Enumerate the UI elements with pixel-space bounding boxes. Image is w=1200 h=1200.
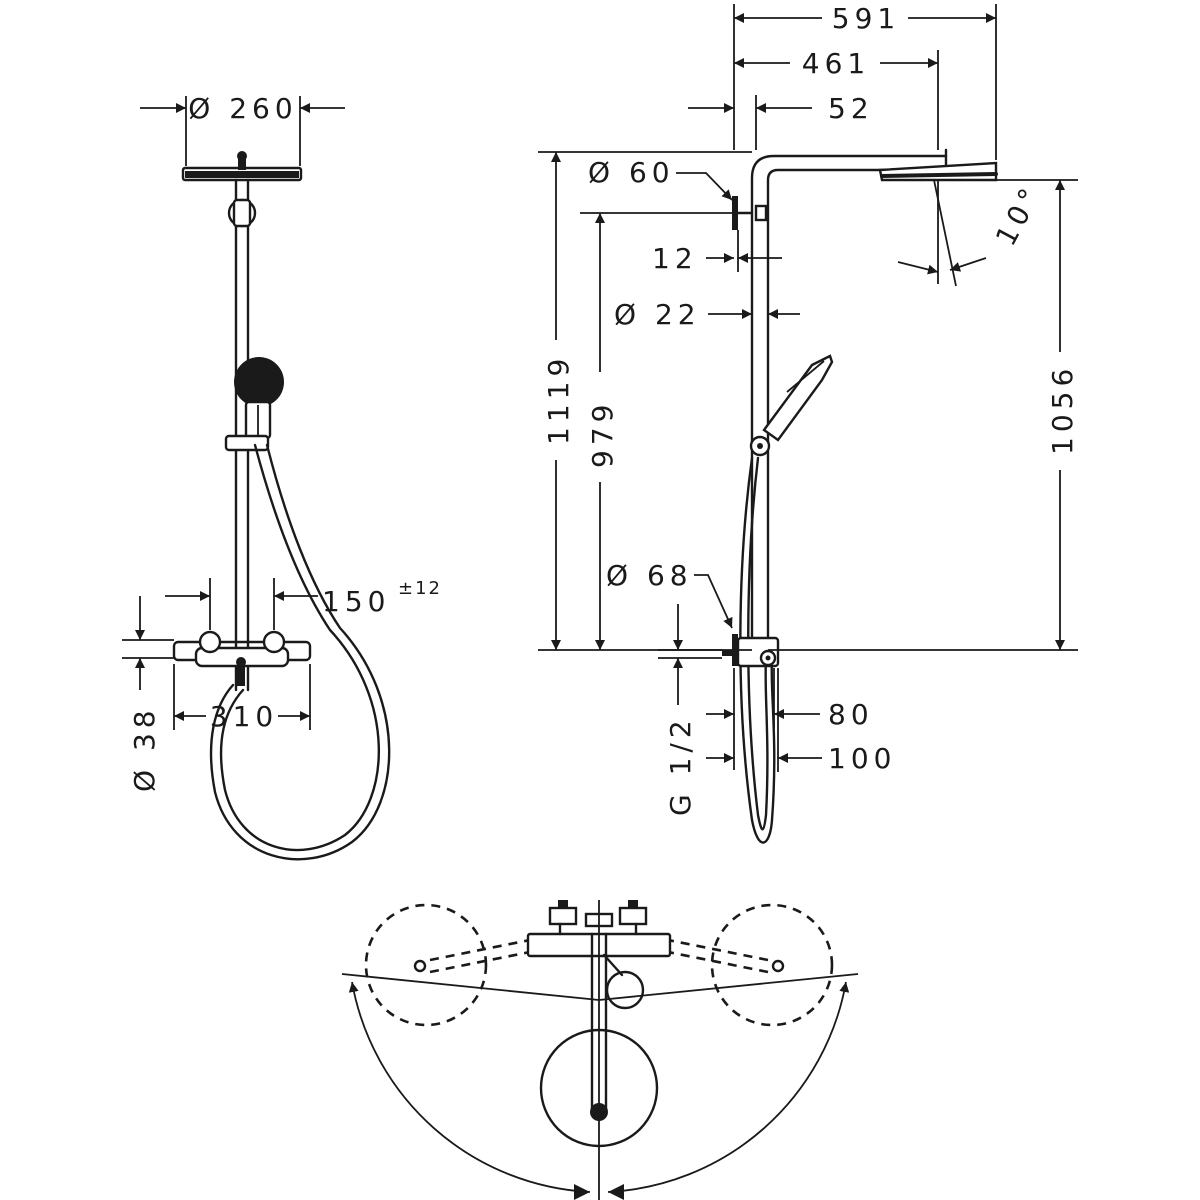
label-bracket-depth: 12 — [652, 242, 698, 275]
label-head-diameter: Ø 260 — [188, 92, 297, 125]
dim-total-height: 1119 — [538, 151, 752, 651]
arm-swing-left — [364, 903, 488, 1027]
label-wall-offset: 52 — [828, 92, 874, 125]
dim-outlet-spacing: 150 ±12 — [165, 578, 442, 630]
dim-head-tilt: 10° — [897, 179, 1049, 287]
swing-angle-arc — [341, 973, 859, 1200]
dim-riser-diameter: Ø 22 — [614, 298, 800, 331]
dim-mixer-depth-min: 80 — [706, 668, 874, 770]
dim-wall-offset: 52 — [688, 92, 874, 150]
label-outlet-spacing-tolerance: ±12 — [398, 578, 442, 599]
label-overall-projection: 591 — [832, 2, 900, 35]
side-riser-and-arm — [750, 148, 998, 652]
dim-mixer-width: 310 — [173, 664, 311, 733]
side-hand-shower — [749, 354, 834, 457]
dim-arm-length: 461 — [734, 47, 939, 150]
front-hose — [209, 443, 391, 861]
dim-bracket-depth: 12 — [652, 230, 782, 275]
side-wall-bracket — [732, 196, 768, 230]
dim-head-height: 1056 — [768, 179, 1079, 651]
front-view: Ø 260 150 ±12 Ø 38 310 — [122, 92, 442, 861]
front-thermostat-mixer — [172, 630, 312, 686]
label-mixer-width: 310 — [210, 700, 278, 733]
label-connection-thread: G 1/2 — [664, 715, 697, 816]
label-head-tilt: 10° — [989, 179, 1048, 252]
label-riser-diameter: Ø 22 — [614, 298, 701, 331]
arm-swing-right — [710, 903, 834, 1027]
dim-overall-projection: 591 — [733, 2, 997, 160]
top-arm — [590, 932, 608, 1121]
front-hand-shower — [224, 357, 284, 452]
label-mixer-depth-min: 80 — [828, 698, 874, 731]
dim-bracket-height: 979 — [580, 212, 732, 650]
dim-head-diameter: Ø 260 — [140, 92, 345, 166]
label-wall-bracket-diameter: Ø 60 — [588, 156, 675, 189]
dim-mixer-depth-max: 100 — [706, 668, 896, 775]
label-mixer-depth-max: 100 — [828, 742, 896, 775]
dim-mixer-height: Ø 38 — [122, 596, 174, 792]
label-bracket-height: 979 — [586, 400, 619, 468]
top-view — [341, 900, 859, 1200]
label-outlet-spacing: 150 — [322, 585, 390, 618]
front-shower-head — [181, 151, 303, 182]
dim-wall-bracket-diameter: Ø 60 — [588, 156, 733, 201]
label-head-height: 1056 — [1046, 364, 1079, 455]
dim-connection-thread: G 1/2 — [658, 604, 722, 816]
dim-mixer-knob-diameter: Ø 68 — [606, 559, 733, 629]
label-mixer-knob-diameter: Ø 68 — [606, 559, 693, 592]
label-mixer-height: Ø 38 — [128, 705, 161, 792]
side-view: 591 461 52 Ø 60 12 — [538, 2, 1079, 844]
label-total-height: 1119 — [542, 354, 575, 445]
label-arm-length: 461 — [802, 47, 870, 80]
